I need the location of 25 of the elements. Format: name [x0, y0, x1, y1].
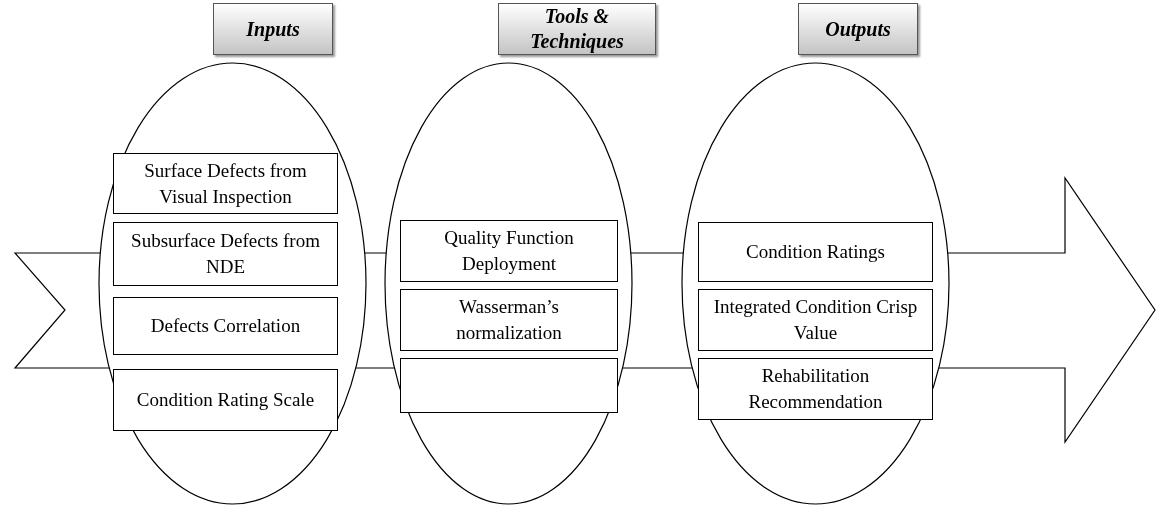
header-text: Inputs: [246, 16, 300, 42]
empty-box: [400, 358, 618, 413]
box-text: Wasserman’s normalization: [455, 295, 563, 345]
box-text: Rehabilitation Recommendation: [747, 364, 884, 414]
process-box: [400, 289, 618, 351]
box-text: Defects Correlation: [150, 314, 301, 339]
box-text: Subsurface Defects from NDE: [130, 229, 321, 279]
header-box: [213, 3, 333, 55]
process-box: [698, 222, 933, 282]
process-box: [113, 369, 338, 431]
box-text: Condition Rating Scale: [136, 388, 315, 413]
box-text: Condition Ratings: [746, 240, 885, 265]
box-text: Integrated Condition Crisp Value: [712, 295, 919, 345]
header-text: Outputs: [825, 16, 891, 42]
process-box: [400, 220, 618, 282]
process-box: [698, 358, 933, 420]
process-box: [113, 153, 338, 214]
process-box: [113, 222, 338, 286]
header-box: [498, 3, 656, 55]
process-box: [698, 289, 933, 351]
header-box: [798, 3, 918, 55]
box-text: Surface Defects from Visual Inspection: [143, 158, 308, 209]
process-box: [113, 297, 338, 355]
box-text: Quality Function Deployment: [443, 226, 575, 276]
header-text: Tools & Techniques: [529, 4, 625, 54]
